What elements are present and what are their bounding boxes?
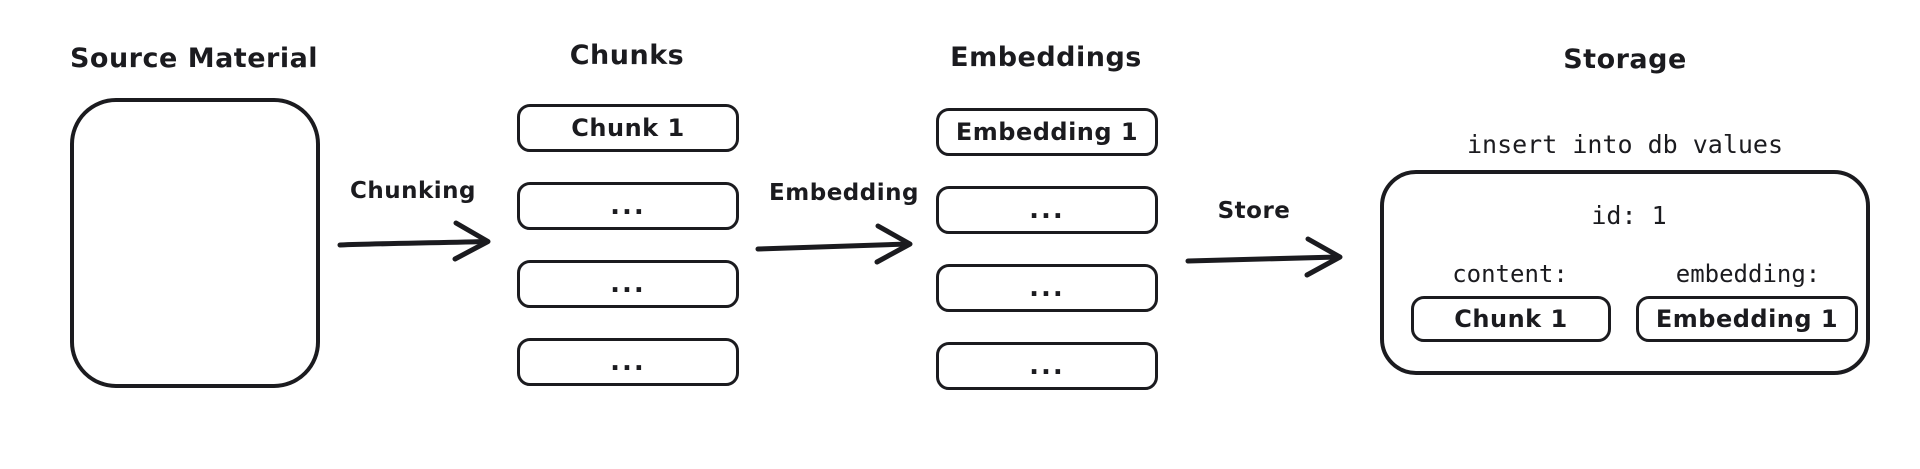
chunk-item-4[interactable]: ... (517, 338, 739, 386)
source-material-title: Source Material (69, 43, 319, 74)
storage-field-label-embedding: embedding: (1675, 260, 1821, 288)
chunk-item-2[interactable]: ... (517, 182, 739, 230)
embedding-item-2-label: ... (1029, 195, 1065, 225)
chunk-item-3-label: ... (610, 269, 646, 299)
embedding-item-1[interactable]: Embedding 1 (936, 108, 1158, 156)
embedding-item-4-label: ... (1029, 351, 1065, 381)
arrow-store (1185, 236, 1343, 278)
source-material-box[interactable] (70, 98, 320, 388)
storage-query-text: insert into db values (1466, 130, 1784, 159)
chunk-item-3[interactable]: ... (517, 260, 739, 308)
chunks-title: Chunks (569, 40, 685, 71)
embedding-item-2[interactable]: ... (936, 186, 1158, 234)
embeddings-title: Embeddings (950, 42, 1142, 73)
edge-label-embedding: Embedding (769, 180, 919, 206)
embedding-item-4[interactable]: ... (936, 342, 1158, 390)
arrow-embedding (755, 223, 913, 265)
storage-field-value-embedding-box[interactable]: Embedding 1 (1636, 296, 1858, 342)
chunk-item-1-label: Chunk 1 (571, 114, 685, 142)
edge-label-chunking: Chunking (349, 178, 477, 204)
storage-field-value-content-box[interactable]: Chunk 1 (1411, 296, 1611, 342)
storage-title: Storage (1563, 44, 1687, 75)
chunk-item-1[interactable]: Chunk 1 (517, 104, 739, 152)
storage-field-value-content: Chunk 1 (1454, 305, 1568, 333)
storage-record-id: id: 1 (1591, 201, 1667, 230)
storage-field-value-embedding: Embedding 1 (1655, 305, 1839, 333)
embedding-item-3-label: ... (1029, 273, 1065, 303)
storage-field-label-content: content: (1452, 260, 1568, 288)
arrow-chunking (337, 220, 491, 262)
storage-record-box[interactable]: id: 1 content: Chunk 1 embedding: Embedd… (1380, 170, 1870, 375)
chunk-item-4-label: ... (610, 347, 646, 377)
chunk-item-2-label: ... (610, 191, 646, 221)
edge-label-store: Store (1217, 198, 1291, 224)
embedding-item-1-label: Embedding 1 (955, 118, 1139, 146)
embedding-item-3[interactable]: ... (936, 264, 1158, 312)
